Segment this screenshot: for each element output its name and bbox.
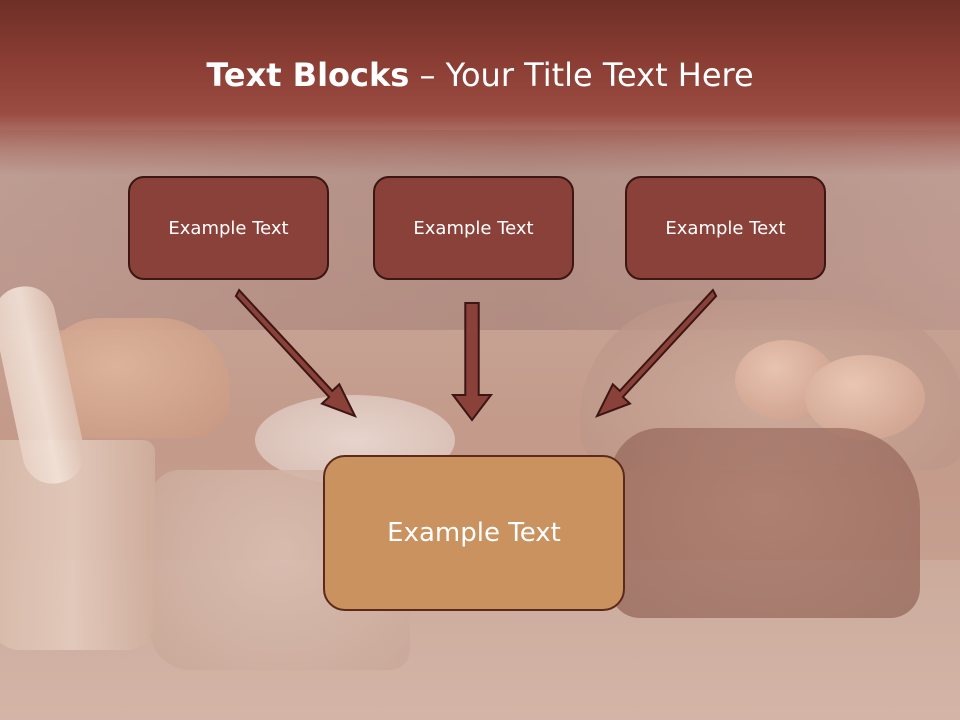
photo-dark-bread <box>610 428 920 618</box>
text-block-3-label: Example Text <box>665 217 786 239</box>
photo-egg <box>805 355 925 440</box>
text-block-main-label: Example Text <box>387 518 561 548</box>
title-rest-part: Your Title Text Here <box>445 56 754 94</box>
text-block-main[interactable]: Example Text <box>323 455 625 611</box>
text-block-3[interactable]: Example Text <box>625 176 826 280</box>
title-bold-part: Text Blocks <box>206 56 410 94</box>
text-block-1[interactable]: Example Text <box>128 176 329 280</box>
title-separator: – <box>409 56 446 94</box>
text-block-2-label: Example Text <box>413 217 534 239</box>
header-band <box>0 0 960 175</box>
photo-wooden-mortar <box>0 440 155 650</box>
text-block-1-label: Example Text <box>168 217 289 239</box>
slide-title[interactable]: Text Blocks – Your Title Text Here <box>0 52 960 98</box>
arrow-left-diagonal <box>234 288 358 418</box>
arrow-center-down <box>450 302 494 422</box>
arrow-right-diagonal <box>594 288 718 418</box>
text-block-2[interactable]: Example Text <box>373 176 574 280</box>
